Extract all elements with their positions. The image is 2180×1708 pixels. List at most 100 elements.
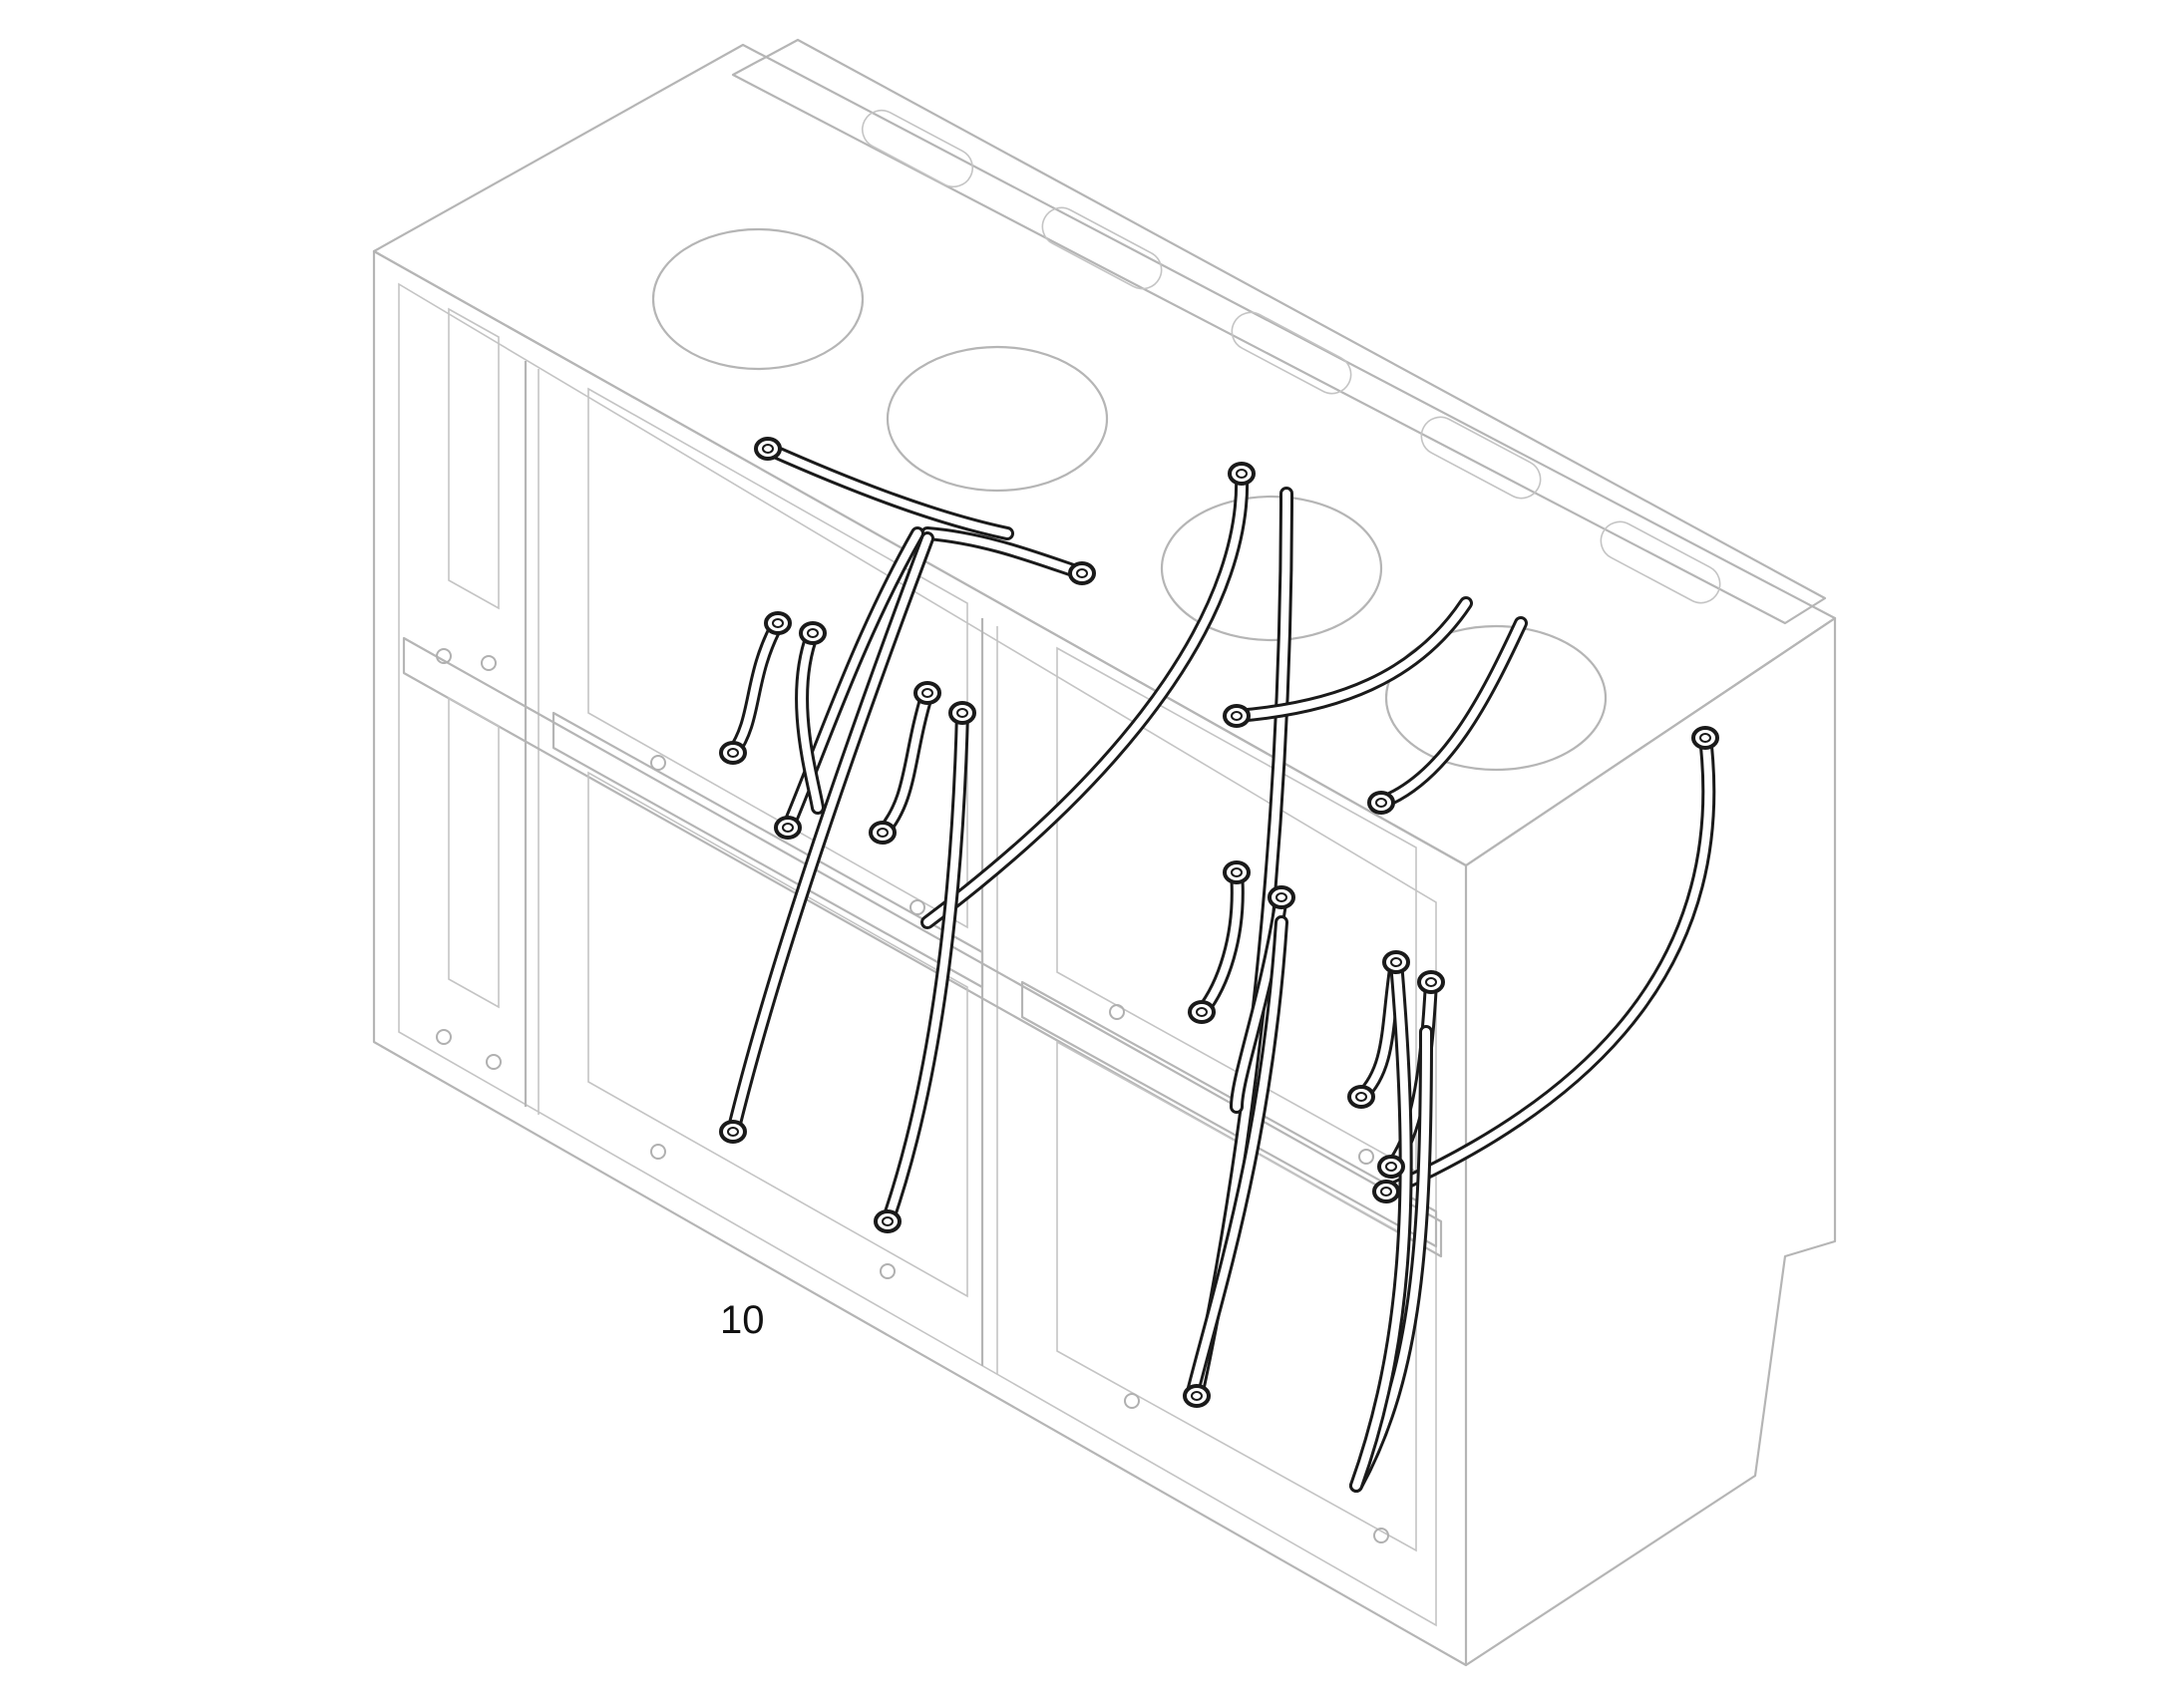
hose-fitting-bore	[782, 823, 794, 833]
hose-fitting-end	[1188, 1000, 1216, 1024]
hose-fitting-end	[774, 816, 802, 840]
slot	[1420, 416, 1542, 500]
hose-fitting-bore	[727, 1127, 739, 1137]
hose-fitting-end	[1347, 1085, 1375, 1109]
coolant-hose	[1188, 918, 1285, 1400]
cylinder-bore	[651, 227, 865, 371]
hose-fitting-bore	[772, 618, 784, 628]
hose-fitting-end	[1691, 726, 1719, 750]
coolant-hose	[729, 534, 931, 1136]
hose-fitting-end	[1223, 704, 1251, 728]
bolt-hole	[1109, 1004, 1125, 1020]
slot	[1041, 206, 1163, 290]
panel-window	[587, 387, 968, 929]
hose-fitting-bore	[1236, 469, 1248, 479]
slot	[1231, 311, 1352, 395]
hose-fitting-bore	[1390, 957, 1402, 967]
slot	[1600, 520, 1721, 604]
coolant-hose	[1233, 599, 1470, 720]
cross-rail	[1020, 980, 1438, 1248]
coolant-hose	[1352, 958, 1410, 1490]
coolant-hose-assemblies	[719, 437, 1719, 1493]
coolant-hose-outline	[1374, 616, 1528, 810]
hose-fitting-end	[948, 701, 976, 725]
coolant-hose	[923, 529, 1086, 577]
hose-fitting-end	[1183, 1384, 1211, 1408]
engine-block-housing	[372, 38, 1837, 1667]
hose-fitting-end	[719, 1120, 747, 1144]
bolt-hole	[880, 1263, 896, 1279]
hose-fitting-end	[1372, 1180, 1400, 1203]
hose-fitting-bore	[882, 1216, 894, 1226]
coolant-hose-outline	[1379, 731, 1716, 1198]
hose-fitting-bore	[762, 444, 774, 454]
housing-top-deck	[372, 43, 1837, 867]
housing-front-frame	[398, 282, 1437, 1627]
hose-fitting-end	[754, 437, 782, 461]
hose-fitting-end	[1367, 791, 1395, 815]
hose-fitting-bore	[1380, 1187, 1392, 1196]
hose-fitting-end	[764, 611, 792, 635]
hose-fitting-bore	[1231, 867, 1243, 877]
hose-fitting-end	[1417, 970, 1445, 994]
hose-fitting-bore	[1196, 1007, 1208, 1017]
coolant-hose	[764, 445, 1011, 537]
cross-rail	[551, 711, 984, 989]
hose-fitting-end	[719, 741, 747, 765]
hose-fitting-end	[1268, 885, 1295, 909]
coolant-hose	[923, 470, 1247, 926]
panel-window	[448, 307, 500, 610]
hose-fitting-end	[1382, 950, 1410, 974]
part-callout-label: 10	[720, 1298, 765, 1342]
bolt-hole	[436, 648, 452, 664]
coolant-hose	[798, 629, 822, 812]
hose-fitting-bore	[1076, 568, 1088, 578]
bolt-hole	[650, 755, 666, 771]
cross-rail	[402, 636, 1443, 1258]
coolant-hose	[1377, 619, 1525, 807]
bolt-hole	[1358, 1149, 1374, 1165]
bolt-hole	[1124, 1393, 1140, 1409]
hose-fitting-end	[1223, 860, 1251, 884]
bolt-hole	[650, 1144, 666, 1160]
hose-fitting-end	[874, 1209, 902, 1233]
bolt-hole	[1373, 1528, 1389, 1543]
hose-fitting-bore	[1425, 977, 1437, 987]
hose-fitting-bore	[1355, 1092, 1367, 1102]
hose-fitting-bore	[877, 828, 889, 838]
slot	[861, 109, 974, 188]
bolt-hole	[486, 1054, 502, 1070]
hose-fitting-bore	[1375, 798, 1387, 808]
hose-fitting-bore	[1699, 733, 1711, 743]
hose-fitting-end	[1228, 462, 1256, 486]
coolant-hose	[884, 709, 966, 1225]
cylinder-bore	[1384, 624, 1608, 772]
coolant-hose	[1382, 734, 1713, 1196]
hose-fitting-end	[869, 821, 897, 845]
hose-fitting-bore	[1275, 892, 1287, 902]
coolant-hose	[729, 619, 782, 757]
panel-window	[448, 696, 500, 1009]
coolant-hose-outline	[1230, 596, 1473, 723]
hose-fitting-bore	[1191, 1391, 1203, 1401]
bolt-hole	[909, 899, 925, 915]
hose-fitting-bore	[956, 708, 968, 718]
housing-end-face	[1465, 616, 1837, 1666]
panel-window	[1056, 1040, 1417, 1552]
hose-fitting-end	[799, 621, 827, 645]
hose-fitting-end	[1377, 1155, 1405, 1179]
panel-window	[587, 771, 968, 1298]
hose-fitting-bore	[807, 628, 819, 638]
hose-fitting-bore	[1231, 711, 1243, 721]
hose-fitting-bore	[921, 688, 933, 698]
hose-fitting-bore	[727, 748, 739, 758]
camshaft-rail	[731, 38, 1827, 625]
bolt-hole	[436, 1029, 452, 1045]
hose-fitting-bore	[1385, 1162, 1397, 1172]
coolant-hose	[784, 529, 921, 832]
cylinder-bore	[1160, 495, 1383, 642]
bolt-hole	[481, 655, 497, 671]
hose-fitting-end	[913, 681, 941, 705]
coolant-hose	[879, 689, 931, 837]
